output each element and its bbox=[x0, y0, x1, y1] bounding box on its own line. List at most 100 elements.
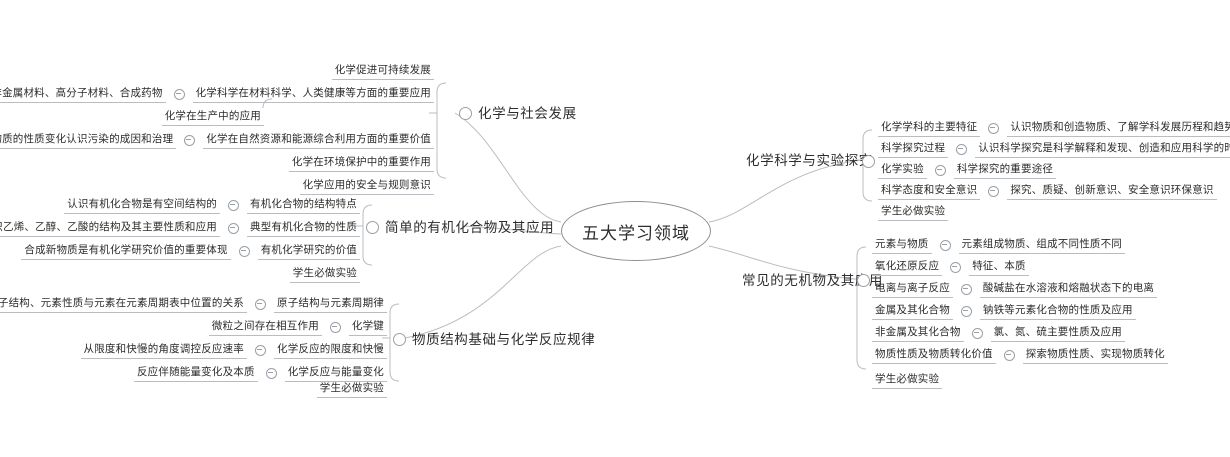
minus-circle-icon[interactable] bbox=[1003, 349, 1015, 361]
row-label: 化学在自然资源和能源综合利用方面的重要价值 bbox=[203, 131, 434, 149]
toggle-social[interactable] bbox=[459, 107, 472, 120]
row-label: 化学学科的主要特征 bbox=[878, 119, 981, 137]
toggle-inorganic[interactable] bbox=[857, 274, 870, 287]
mindmap-row[interactable]: 认识有机化合物是有空间结构的 有机化合物的结构特点 bbox=[0, 196, 360, 214]
minus-circle-icon[interactable] bbox=[228, 199, 239, 211]
row-label: 化学在环境保护中的重要作用 bbox=[288, 154, 434, 172]
row-detail: 科学探究的重要途径 bbox=[953, 161, 1057, 179]
branch-label-structure[interactable]: 物质结构基础与化学反应规律 bbox=[412, 332, 596, 347]
branch-label-social[interactable]: 化学与社会发展 bbox=[478, 106, 577, 121]
mindmap-row[interactable]: 合成新物质是有机化学研究价值的重要体现 有机化学研究的价值 bbox=[0, 242, 360, 260]
row-label: 化学促进可持续发展 bbox=[331, 62, 434, 80]
minus-circle-icon[interactable] bbox=[255, 298, 266, 310]
minus-circle-icon[interactable] bbox=[950, 261, 962, 273]
mindmap-row[interactable]: 氧化还原反应 特征、本质 bbox=[872, 258, 1029, 276]
row-label: 非金属及其化合物 bbox=[872, 324, 964, 342]
row-label: 化学应用的安全与规则意识 bbox=[299, 177, 434, 195]
mindmap-row[interactable]: 依据物质的性质变化认识污染的成因和治理 化学在自然资源和能源综合利用方面的重要价… bbox=[0, 131, 434, 149]
mindmap-row[interactable]: 化学在生产中的应用 bbox=[0, 108, 264, 126]
mindmap-row[interactable]: 化学在环境保护中的重要作用 bbox=[0, 154, 434, 172]
row-detail: 探索物质性质、实现物质转化 bbox=[1022, 346, 1168, 364]
mindmap-row[interactable]: 学生必做实验 bbox=[0, 380, 387, 398]
mindmap-row[interactable]: 元素与物质 元素组成物质、组成不同性质不同 bbox=[872, 236, 1125, 254]
root-node[interactable]: 五大学习领域 bbox=[561, 201, 711, 261]
mindmap-row[interactable]: 化学应用的安全与规则意识 bbox=[0, 177, 434, 195]
row-label: 电离与离子反应 bbox=[872, 280, 953, 298]
mindmap-row[interactable]: 物质性质及物质转化价值 探索物质性质、实现物质转化 bbox=[872, 346, 1168, 364]
mindmap-row[interactable]: 金属及其化合物 钠铁等元素化合物的性质及应用 bbox=[872, 302, 1136, 320]
mindmap-row[interactable]: 化学促进可持续发展 bbox=[0, 62, 434, 80]
row-label: 物质性质及物质转化价值 bbox=[872, 346, 996, 364]
branch-label-inquiry[interactable]: 化学科学与实验探究 bbox=[746, 153, 873, 168]
branch-label-organic[interactable]: 简单的有机化合物及其应用 bbox=[385, 220, 555, 235]
row-label: 金属及其化合物 bbox=[872, 302, 953, 320]
row-label: 学生必做实验 bbox=[878, 203, 949, 221]
root-node-label: 五大学习领域 bbox=[582, 223, 690, 243]
row-detail: 酸碱盐在水溶液和熔融状态下的电离 bbox=[979, 280, 1158, 298]
row-detail: 合成新物质是有机化学研究价值的重要体现 bbox=[21, 242, 231, 260]
mindmap-row[interactable]: 反应伴随能量变化及本质 化学反应与能量变化 bbox=[0, 364, 387, 382]
minus-circle-icon[interactable] bbox=[960, 283, 972, 295]
mindmap-row[interactable]: 微粒之间存在相互作用 化学键 bbox=[0, 318, 387, 336]
mindmap-row[interactable]: 从限度和快慢的角度调控反应速率 化学反应的限度和快慢 bbox=[0, 341, 387, 359]
minus-circle-icon[interactable] bbox=[939, 239, 951, 251]
row-label: 有机化合物的结构特点 bbox=[247, 196, 360, 214]
toggle-inquiry[interactable] bbox=[862, 155, 875, 168]
minus-circle-icon[interactable] bbox=[934, 164, 946, 176]
row-detail: 钠铁等元素化合物的性质及应用 bbox=[979, 302, 1136, 320]
mindmap-row[interactable]: 科学探究过程 认识科学探究是科学解释和发现、创造和应用科学的时间活动 bbox=[878, 140, 1230, 158]
row-detail: 从限度和快慢的角度调控反应速率 bbox=[80, 341, 247, 359]
row-label: 氧化还原反应 bbox=[872, 258, 943, 276]
row-detail: 化学在生产中的应用 bbox=[161, 108, 264, 126]
minus-circle-icon[interactable] bbox=[988, 122, 1000, 134]
row-label: 科学探究过程 bbox=[878, 140, 949, 158]
minus-circle-icon[interactable] bbox=[255, 344, 266, 356]
row-label: 化学实验 bbox=[878, 161, 927, 179]
row-detail: 氯、氮、硫主要性质及应用 bbox=[990, 324, 1126, 342]
minus-circle-icon[interactable] bbox=[265, 367, 277, 379]
minus-circle-icon[interactable] bbox=[238, 245, 250, 257]
mindmap-row[interactable]: 金属材料、无机非金属材料、高分子材料、合成药物 化学科学在材料科学、人类健康等方… bbox=[0, 85, 434, 103]
mindmap-row[interactable]: 非金属及其化合物 氯、氮、硫主要性质及应用 bbox=[872, 324, 1126, 342]
minus-circle-icon[interactable] bbox=[956, 143, 968, 155]
minus-circle-icon[interactable] bbox=[988, 185, 1000, 197]
row-detail: 依据物质的性质变化认识污染的成因和治理 bbox=[0, 131, 177, 149]
row-detail: 认识有机化合物是有空间结构的 bbox=[64, 196, 220, 214]
minus-circle-icon[interactable] bbox=[173, 88, 185, 100]
row-label: 学生必做实验 bbox=[289, 265, 360, 283]
row-detail: 原子结构、元素性质与元素在元素周期表中位置的关系 bbox=[0, 295, 247, 313]
mindmap-row[interactable]: 学生必做实验 bbox=[0, 265, 360, 283]
toggle-organic[interactable] bbox=[366, 221, 379, 234]
row-label: 元素与物质 bbox=[872, 236, 932, 254]
row-detail: 微粒之间存在相互作用 bbox=[208, 318, 322, 336]
mindmap-row[interactable]: 学生必做实验 bbox=[878, 203, 949, 221]
minus-circle-icon[interactable] bbox=[329, 321, 341, 333]
row-detail: 元素组成物质、组成不同性质不同 bbox=[958, 236, 1125, 254]
row-label: 科学态度和安全意识 bbox=[878, 182, 981, 200]
row-label: 化学键 bbox=[348, 318, 387, 336]
toggle-structure[interactable] bbox=[393, 333, 406, 346]
row-label: 化学反应的限度和快慢 bbox=[274, 341, 387, 359]
row-detail: 认识科学探究是科学解释和发现、创造和应用科学的时间活动 bbox=[975, 140, 1230, 158]
row-detail: 探究、质疑、创新意识、安全意识环保意识 bbox=[1007, 182, 1217, 200]
minus-circle-icon[interactable] bbox=[960, 305, 972, 317]
minus-circle-icon[interactable] bbox=[971, 327, 983, 339]
mindmap-row[interactable]: 学生必做实验 bbox=[872, 371, 943, 389]
mindmap-row[interactable]: 原子结构、元素性质与元素在元素周期表中位置的关系 原子结构与元素周期律 bbox=[0, 295, 387, 313]
mindmap-row[interactable]: 认识乙烯、乙醇、乙酸的结构及其主要性质和应用 典型有机化合物的性质 bbox=[0, 219, 360, 237]
row-label: 典型有机化合物的性质 bbox=[247, 219, 360, 237]
mindmap-row[interactable]: 化学实验 科学探究的重要途径 bbox=[878, 161, 1057, 179]
row-detail: 认识乙烯、乙醇、乙酸的结构及其主要性质和应用 bbox=[0, 219, 220, 237]
mindmap-row[interactable]: 科学态度和安全意识 探究、质疑、创新意识、安全意识环保意识 bbox=[878, 182, 1217, 200]
row-detail: 认识物质和创造物质、了解学科发展历程和趋势 bbox=[1007, 119, 1230, 137]
mindmap-row[interactable]: 化学学科的主要特征 认识物质和创造物质、了解学科发展历程和趋势 bbox=[878, 119, 1230, 137]
mindmap-row[interactable]: 电离与离子反应 酸碱盐在水溶液和熔融状态下的电离 bbox=[872, 280, 1158, 298]
row-detail: 反应伴随能量变化及本质 bbox=[133, 364, 258, 382]
row-label: 学生必做实验 bbox=[872, 371, 943, 389]
row-label: 化学反应与能量变化 bbox=[284, 364, 387, 382]
minus-circle-icon[interactable] bbox=[228, 222, 239, 234]
row-label: 原子结构与元素周期律 bbox=[274, 295, 387, 313]
minus-circle-icon[interactable] bbox=[184, 134, 196, 146]
row-label: 学生必做实验 bbox=[316, 380, 387, 398]
